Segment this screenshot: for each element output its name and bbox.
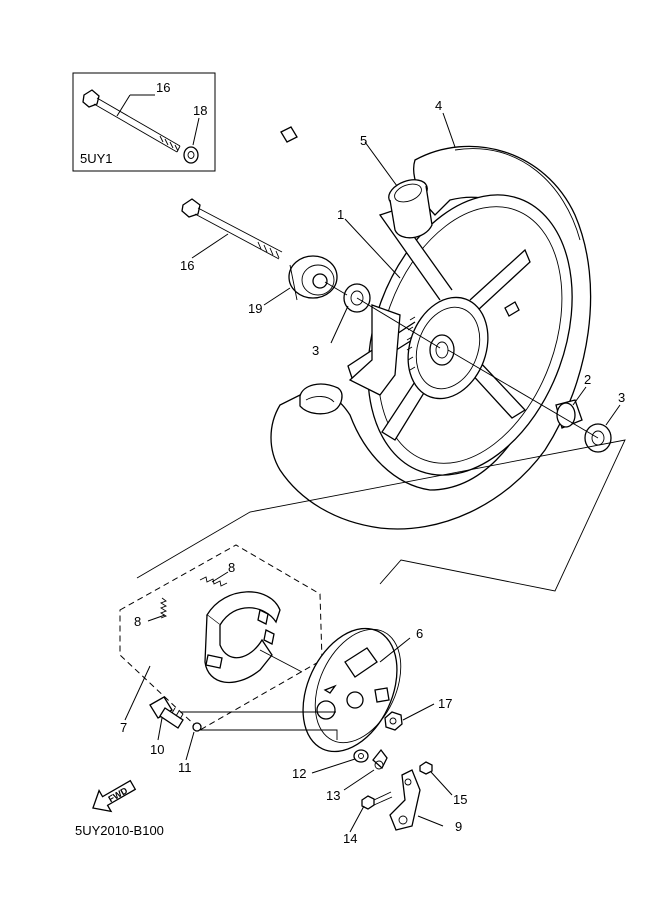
callout-7: 7 xyxy=(120,720,127,735)
wheel-hub xyxy=(406,296,489,400)
callout-3-left: 3 xyxy=(312,343,319,358)
bolt-14 xyxy=(361,791,393,810)
inset-washer xyxy=(183,146,199,164)
callout-17: 17 xyxy=(438,696,452,711)
callout-15: 15 xyxy=(453,792,467,807)
callout-2: 2 xyxy=(584,372,591,387)
callout-10: 10 xyxy=(150,742,164,757)
fwd-arrow: FWD xyxy=(92,779,137,813)
brake-shoes xyxy=(204,591,281,684)
inset-code: 5UY1 xyxy=(80,151,113,166)
callout-16: 16 xyxy=(156,80,170,95)
camshaft xyxy=(149,696,184,729)
cam-lever xyxy=(389,769,421,831)
collar xyxy=(388,179,433,239)
callout-6: 6 xyxy=(416,626,423,641)
callout-3-right: 3 xyxy=(618,390,625,405)
callout-8-upper: 8 xyxy=(228,560,235,575)
wear-indicator-13 xyxy=(372,748,388,770)
speedometer-gear-unit xyxy=(280,126,338,301)
callout-5: 5 xyxy=(360,133,367,148)
figure-code: 5UY2010-B100 xyxy=(75,823,164,838)
axle-bolt xyxy=(181,198,283,260)
callout-1: 1 xyxy=(337,207,344,222)
o-ring xyxy=(192,722,202,732)
spacer xyxy=(555,399,583,429)
inset-axle-bolt xyxy=(82,89,181,153)
callout-13: 13 xyxy=(326,788,340,803)
callout-16: 16 xyxy=(180,258,194,273)
callout-11: 11 xyxy=(178,760,192,775)
nut-17 xyxy=(384,711,403,731)
leader-lines xyxy=(124,112,621,833)
nut-15 xyxy=(419,761,433,775)
callouts: 1 2 3 3 4 5 6 7 8 8 9 10 11 12 13 14 15 … xyxy=(120,98,625,846)
brake-plate xyxy=(302,627,402,753)
callout-18: 18 xyxy=(193,103,207,118)
inset-box: 16 18 5UY1 xyxy=(72,72,216,172)
callout-14: 14 xyxy=(343,831,357,846)
callout-9: 9 xyxy=(455,819,462,834)
callout-12: 12 xyxy=(292,766,306,781)
callout-19: 19 xyxy=(248,301,262,316)
callout-8-lower: 8 xyxy=(134,614,141,629)
callout-4: 4 xyxy=(435,98,442,113)
wheel-rim xyxy=(347,194,573,476)
washer-12 xyxy=(353,749,369,763)
